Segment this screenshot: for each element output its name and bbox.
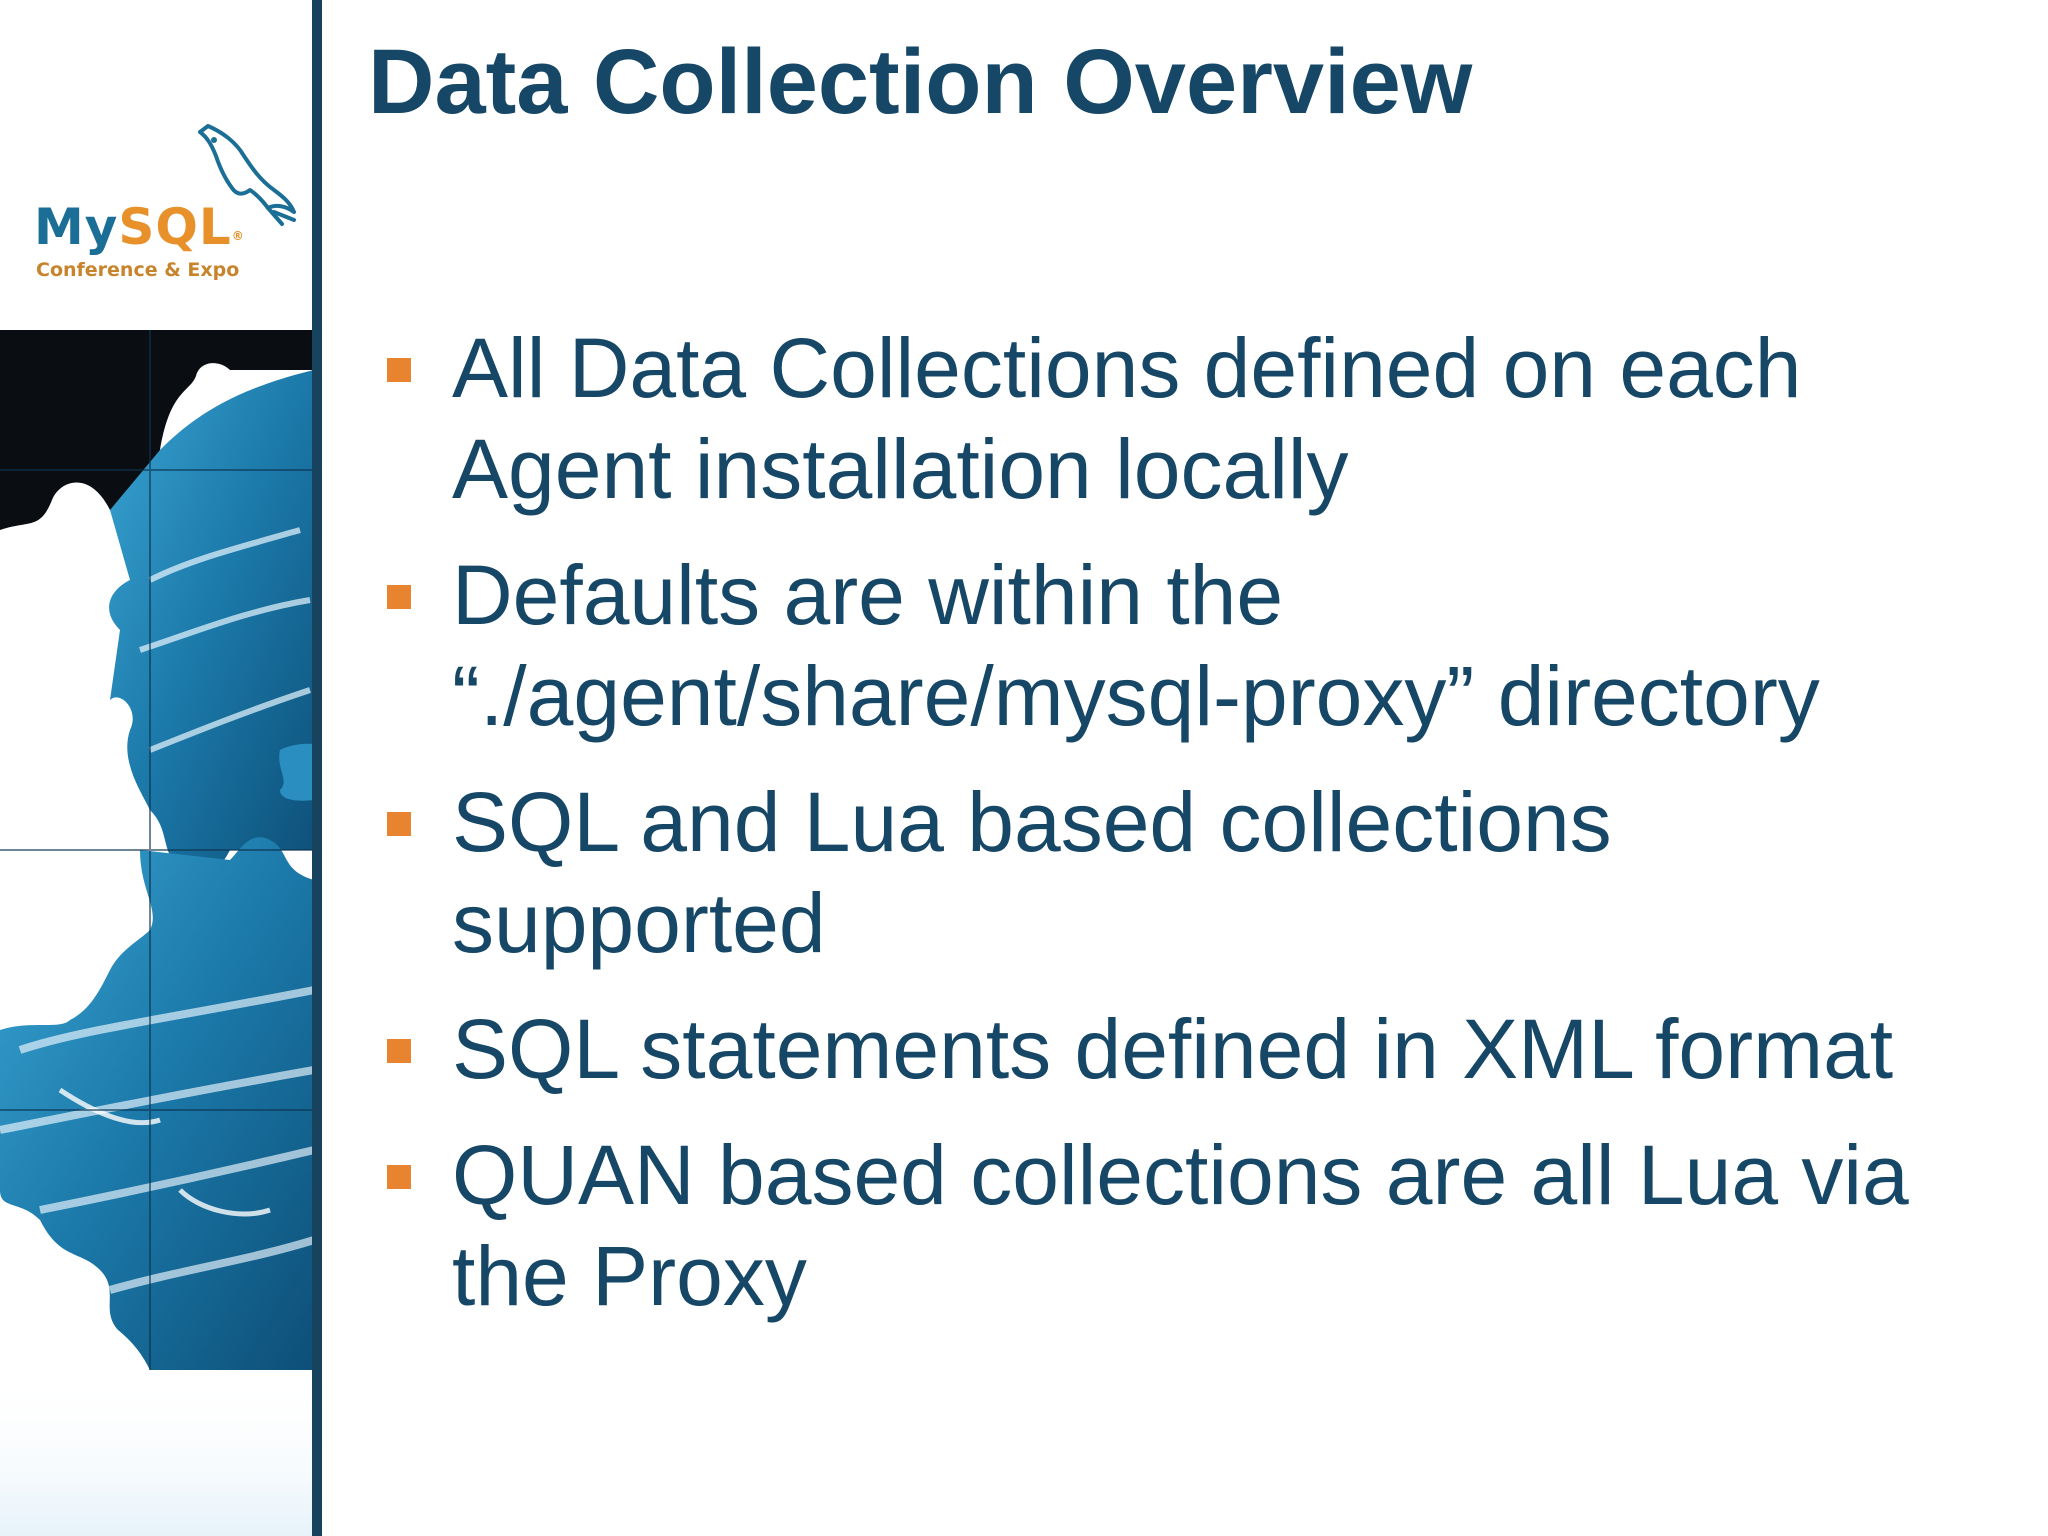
bullet-line: Defaults are within the bbox=[452, 548, 1284, 642]
dolphin-icon bbox=[198, 124, 296, 226]
bullet-line: Agent installation locally bbox=[452, 422, 1349, 516]
logo-subtitle: Conference & Expo bbox=[36, 259, 240, 281]
bullet-line: All Data Collections defined on each bbox=[452, 321, 1802, 415]
slide-title: Data Collection Overview bbox=[368, 31, 1473, 133]
bullet-item: Defaults are within the “./agent/share/m… bbox=[370, 545, 2010, 747]
square-bullet-icon bbox=[387, 812, 411, 836]
bullet-line: the Proxy bbox=[452, 1229, 807, 1323]
bullet-item: SQL and Lua based collections supported bbox=[370, 772, 2010, 974]
bullet-item: SQL statements defined in XML format bbox=[370, 999, 2010, 1100]
bullet-line: SQL statements defined in XML format bbox=[452, 1002, 1894, 1096]
bullet-line: “./agent/share/mysql-proxy” directory bbox=[452, 649, 1820, 743]
bullet-item: All Data Collections defined on each Age… bbox=[370, 318, 2010, 520]
left-decorative-panel: MySQL® Conference & Expo bbox=[0, 0, 314, 1536]
square-bullet-icon bbox=[387, 585, 411, 609]
square-bullet-icon bbox=[387, 1165, 411, 1189]
bullet-line: supported bbox=[452, 876, 826, 970]
bullet-line: SQL and Lua based collections bbox=[452, 775, 1612, 869]
bullet-item: QUAN based collections are all Lua via t… bbox=[370, 1125, 2010, 1327]
registered-mark: ® bbox=[231, 229, 245, 243]
mysql-conference-logo: MySQL® Conference & Expo bbox=[30, 120, 300, 290]
vertical-divider bbox=[312, 0, 322, 1536]
square-bullet-icon bbox=[387, 358, 411, 382]
puzzle-earth-artwork bbox=[0, 330, 314, 1536]
bullet-list: All Data Collections defined on each Age… bbox=[370, 318, 2010, 1352]
square-bullet-icon bbox=[387, 1039, 411, 1063]
logo-wordmark: MySQL® bbox=[34, 202, 245, 252]
logo-word-my: My bbox=[34, 198, 119, 256]
bullet-line: QUAN based collections are all Lua via bbox=[452, 1128, 1909, 1222]
logo-word-sql: SQL bbox=[118, 198, 232, 256]
